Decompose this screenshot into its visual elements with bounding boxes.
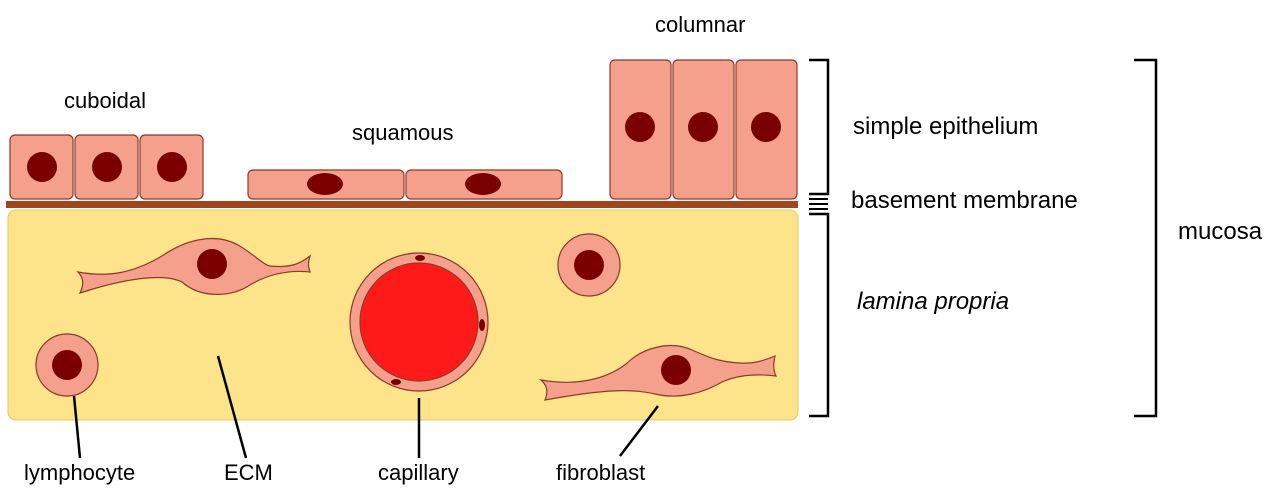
cuboidal-label: cuboidal	[64, 90, 146, 112]
lymphocyte-label: lymphocyte	[24, 462, 135, 484]
nucleus	[625, 112, 655, 142]
nucleus	[52, 350, 82, 380]
mucosa-label: mucosa	[1178, 220, 1262, 244]
simple-epithelium-label: simple epithelium	[853, 115, 1038, 139]
nucleus	[688, 112, 718, 142]
lymphocyte-right	[558, 234, 620, 296]
squamous-epithelium	[248, 170, 562, 199]
squamous-label: squamous	[352, 122, 454, 144]
fibroblast-label: fibroblast	[556, 462, 645, 484]
basement-membrane-marker	[809, 199, 828, 209]
columnar-epithelium	[610, 60, 797, 199]
capillary-label: capillary	[378, 462, 459, 484]
lamina-propria-bracket	[809, 214, 828, 416]
nucleus	[92, 152, 122, 182]
mucosa-bracket	[1134, 60, 1156, 416]
basement-membrane-line	[6, 201, 798, 208]
nucleus	[157, 152, 187, 182]
simple-epithelium-bracket	[809, 60, 828, 194]
nucleus	[307, 173, 343, 195]
ecm-label: ECM	[224, 462, 273, 484]
lamina-propria-label: lamina propria	[857, 290, 1009, 314]
capillary-lumen	[360, 263, 478, 381]
nucleus	[197, 249, 227, 279]
endothelial-nucleus	[479, 319, 485, 331]
nucleus	[751, 112, 781, 142]
nucleus	[27, 152, 57, 182]
nucleus	[661, 355, 691, 385]
endothelial-nucleus	[391, 379, 401, 385]
basement-membrane-label: basement membrane	[851, 189, 1078, 213]
nucleus	[574, 250, 604, 280]
nucleus	[465, 173, 501, 195]
endothelial-nucleus	[415, 255, 425, 261]
cuboidal-epithelium	[10, 135, 203, 199]
lymphocyte-left	[36, 334, 98, 396]
columnar-label: columnar	[655, 14, 745, 36]
capillary-vessel	[350, 253, 488, 391]
